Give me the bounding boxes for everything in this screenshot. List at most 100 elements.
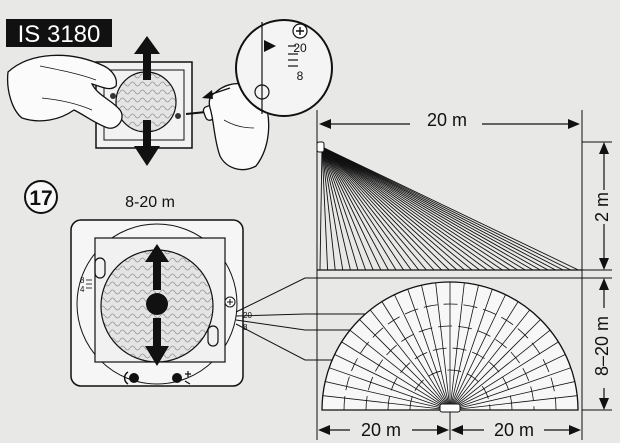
arrowhead	[569, 425, 581, 435]
finger-line	[223, 119, 255, 129]
model-badge-text: IS 3180	[18, 21, 101, 48]
zone-ray	[449, 282, 482, 410]
arrowhead	[599, 258, 609, 270]
figure-number-text: 17	[29, 187, 52, 210]
detection-ray	[321, 146, 465, 270]
detection-ray	[321, 146, 351, 270]
detection-ray	[321, 146, 435, 270]
top-right-width-label: 20 m	[494, 420, 534, 440]
side-width-label: 20 m	[427, 110, 467, 130]
detection-ray	[321, 146, 458, 270]
scale-zoom: 20 8	[235, 19, 333, 117]
detection-ray	[321, 146, 374, 270]
detection-ray	[321, 146, 526, 270]
detection-ray	[321, 146, 427, 270]
zone-arc	[365, 325, 535, 410]
detection-ray	[321, 146, 511, 270]
ceiling-sensor-icon	[316, 141, 325, 153]
detection-ray	[321, 146, 541, 270]
device-scale-bottom: 4	[80, 285, 85, 294]
device-scale-top: 8	[80, 276, 85, 285]
zoom-circle	[235, 19, 333, 117]
finger-line	[39, 65, 97, 81]
switch-scale-bottom: 8	[297, 69, 304, 83]
zone-ray	[449, 310, 550, 410]
arrowhead	[319, 119, 331, 129]
zone-ray	[449, 282, 497, 410]
zone-ray	[403, 282, 451, 410]
zone-ray	[449, 335, 569, 410]
detection-ray	[321, 146, 564, 270]
zone-ray	[449, 300, 538, 410]
zone-ray	[322, 393, 451, 410]
zone-arc	[409, 369, 491, 410]
device-range-20: 20	[243, 311, 252, 320]
arrowhead	[568, 119, 580, 129]
zone-arc	[387, 347, 513, 410]
detection-ray	[321, 146, 518, 270]
zone-ray	[322, 378, 451, 410]
screw-left	[110, 93, 116, 99]
zone-ray	[449, 363, 578, 410]
screwdriver-tip	[185, 111, 207, 115]
zoom-hole	[254, 84, 270, 100]
zone-ray	[375, 291, 451, 410]
device-range-8: 8	[243, 323, 248, 332]
detection-ray	[321, 146, 473, 270]
model-badge-bg	[6, 19, 112, 47]
detection-ray	[321, 146, 442, 270]
side-view: 20 m 2 m	[316, 110, 616, 272]
arrowhead	[318, 425, 330, 435]
detection-ray	[321, 146, 488, 270]
detection-ray	[321, 146, 556, 270]
screw-cross	[296, 27, 304, 35]
switch-scale-top: 20	[293, 41, 307, 55]
label-bg	[592, 308, 616, 388]
label-bg	[592, 190, 616, 224]
mounting-slot-left	[94, 257, 106, 279]
top-left-width-label: 20 m	[361, 420, 401, 440]
detection-ray	[321, 146, 397, 270]
detection-ray	[319, 146, 323, 270]
arrowhead	[437, 425, 449, 435]
detector-icon	[439, 403, 461, 413]
detection-ray	[321, 146, 344, 270]
detector-device: 8 4	[70, 219, 244, 387]
model-badge: IS 3180	[6, 19, 112, 48]
zone-ray	[340, 322, 451, 410]
zone-ray	[449, 393, 578, 410]
range-caption: 8-20 m	[125, 194, 175, 211]
device-ring	[76, 223, 238, 385]
zone-ray	[449, 283, 512, 410]
zone-ray	[449, 322, 560, 410]
adjust-down-arrow	[145, 318, 169, 366]
scale-pointer-icon	[264, 40, 276, 52]
detection-ray	[321, 146, 329, 270]
zone-ray	[350, 310, 451, 410]
detection-ray	[321, 146, 503, 270]
zone-arc	[343, 303, 557, 410]
detection-ray	[321, 146, 579, 270]
zone-ray	[449, 378, 578, 410]
detection-ray	[321, 146, 480, 270]
zone-ray	[418, 282, 451, 410]
detection-ray	[321, 146, 534, 270]
zone-ray	[362, 300, 451, 410]
detection-ray	[321, 146, 420, 270]
moon-half-icon	[123, 371, 139, 385]
arrowhead	[599, 278, 609, 290]
detection-ray	[321, 146, 336, 270]
arrowhead	[599, 398, 609, 410]
detection-ray	[321, 146, 389, 270]
arrowhead	[451, 425, 463, 435]
removal-illustration	[6, 36, 270, 171]
pointer-arrowhead	[202, 90, 213, 99]
top-depth-label: 8–20 m	[592, 316, 612, 376]
top-detection-zones	[322, 282, 578, 410]
detection-ray	[321, 146, 450, 270]
detection-ray	[321, 146, 382, 270]
detection-ray	[321, 146, 549, 270]
figure-number: 17	[24, 180, 58, 214]
detection-ray	[321, 146, 571, 270]
